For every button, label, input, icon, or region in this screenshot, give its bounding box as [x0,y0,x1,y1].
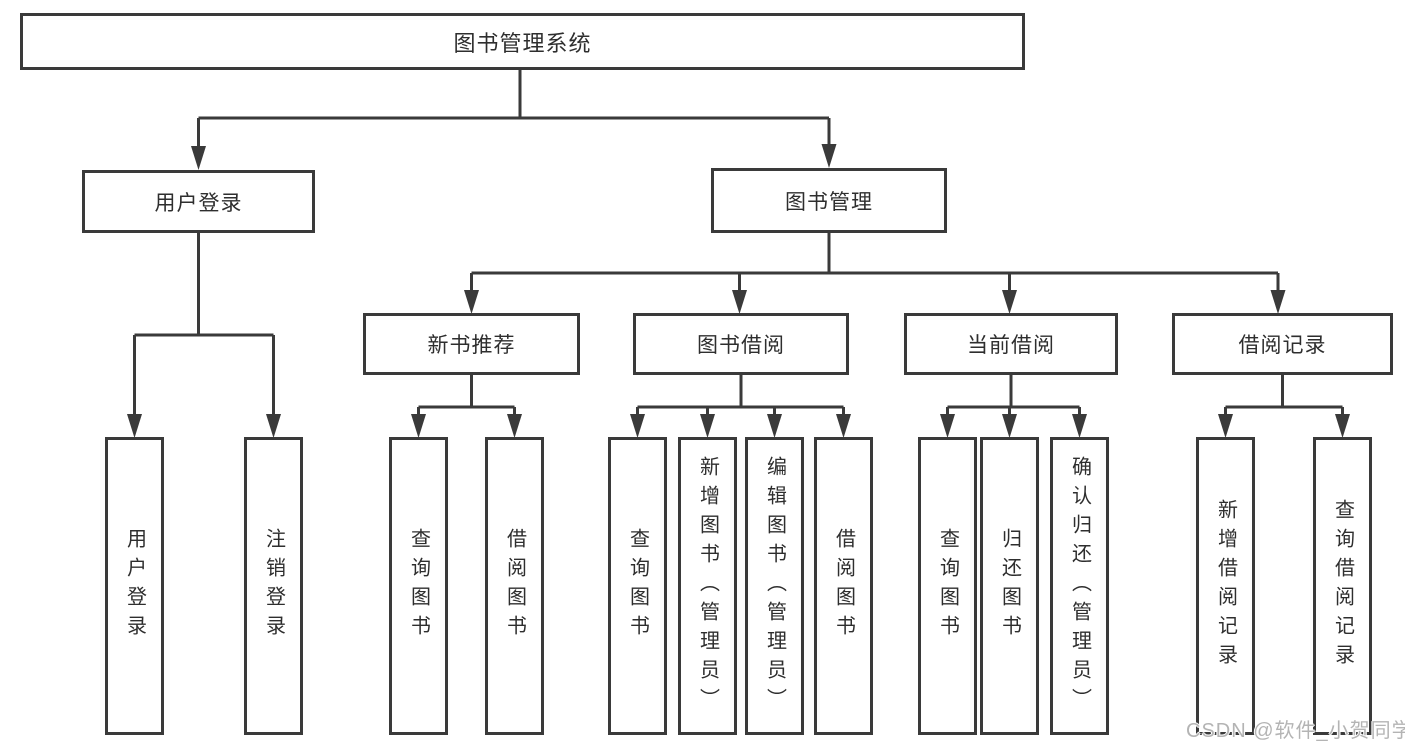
arrowhead-down [266,414,281,438]
node-new-book-recommendation: 新书推荐 [363,313,580,375]
arrowhead-down [1002,290,1017,314]
arrowhead-down [191,146,206,170]
connector-bookborrow-to-leaves [636,375,845,416]
node-root: 图书管理系统 [20,13,1025,70]
node-book-management-label: 图书管理 [785,190,873,214]
leaf-user-login: 用户登录 [105,437,164,735]
arrowhead-down [821,144,837,168]
arrowhead-down [732,290,747,314]
connector-currentborrow-to-leaves [946,375,1081,416]
arrowhead-down [1218,414,1233,438]
leaf-cb-confirm-return: 确认归还（管理员） [1050,437,1109,735]
node-borrowing-records-label: 借阅记录 [1238,334,1327,357]
arrowhead-down [1335,414,1350,438]
node-user-login: 用户登录 [82,170,315,233]
arrowhead-down [836,414,851,438]
leaf-bb-query-books-label: 查询图书 [626,528,649,644]
leaf-nb-borrow-books-label: 借阅图书 [503,528,526,644]
arrowhead-down [127,414,142,438]
leaf-user-login-label: 用户登录 [123,528,146,644]
leaf-cb-return-books: 归还图书 [980,437,1039,735]
arrowhead-down [1072,414,1087,438]
arrowhead-down [767,414,782,438]
connector-userlogin-to-leaves [133,233,275,416]
leaf-bb-query-books: 查询图书 [608,437,667,735]
leaf-bb-edit-books-label: 编辑图书（管理员） [763,455,786,717]
connector-newbook-to-leaves [417,375,516,416]
node-borrowing-records: 借阅记录 [1172,313,1393,375]
node-user-login-label: 用户登录 [154,191,243,215]
node-root-label: 图书管理系统 [453,30,592,56]
csdn-watermark: CSDN @软件_小贺同学 [1186,720,1405,742]
node-book-management: 图书管理 [711,168,947,233]
node-current-borrowing-label: 当前借阅 [967,334,1055,357]
connector-root-to-level2 [197,70,831,148]
leaf-bb-borrow-books: 借阅图书 [814,437,873,735]
arrowhead-down [411,414,426,438]
leaf-br-query-record-label: 查询借阅记录 [1331,499,1354,673]
leaf-cb-confirm-return-label: 确认归还（管理员） [1068,455,1091,717]
leaf-nb-query-books-label: 查询图书 [407,528,430,644]
node-book-borrowing: 图书借阅 [633,313,849,375]
leaf-logout-label: 注销登录 [262,528,285,644]
node-book-borrowing-label: 图书借阅 [697,334,785,357]
leaf-cb-return-books-label: 归还图书 [998,528,1021,644]
arrowhead-down [700,414,715,438]
node-new-book-recommendation-label: 新书推荐 [427,334,516,357]
leaf-nb-borrow-books: 借阅图书 [485,437,544,735]
arrowhead-down [630,414,645,438]
leaf-bb-add-books-label: 新增图书（管理员） [696,455,719,717]
arrowhead-down [507,414,522,438]
arrowhead-down [940,414,955,438]
leaf-bb-edit-books: 编辑图书（管理员） [745,437,804,735]
leaf-logout: 注销登录 [244,437,303,735]
leaf-bb-add-books: 新增图书（管理员） [678,437,737,735]
leaf-br-add-record-label: 新增借阅记录 [1214,499,1237,673]
leaf-cb-query-books-label: 查询图书 [936,528,959,644]
leaf-br-add-record: 新增借阅记录 [1196,437,1255,735]
arrowhead-down [1270,290,1286,314]
connector-bookmgmt-to-level3 [470,233,1280,292]
arrowhead-down [464,290,479,314]
leaf-cb-query-books: 查询图书 [918,437,977,735]
connector-borrowrecord-to-leaves [1224,375,1344,416]
node-current-borrowing: 当前借阅 [904,313,1118,375]
leaf-bb-borrow-books-label: 借阅图书 [832,528,855,644]
arrowhead-down [1002,414,1017,438]
leaf-nb-query-books: 查询图书 [389,437,448,735]
leaf-br-query-record: 查询借阅记录 [1313,437,1372,735]
